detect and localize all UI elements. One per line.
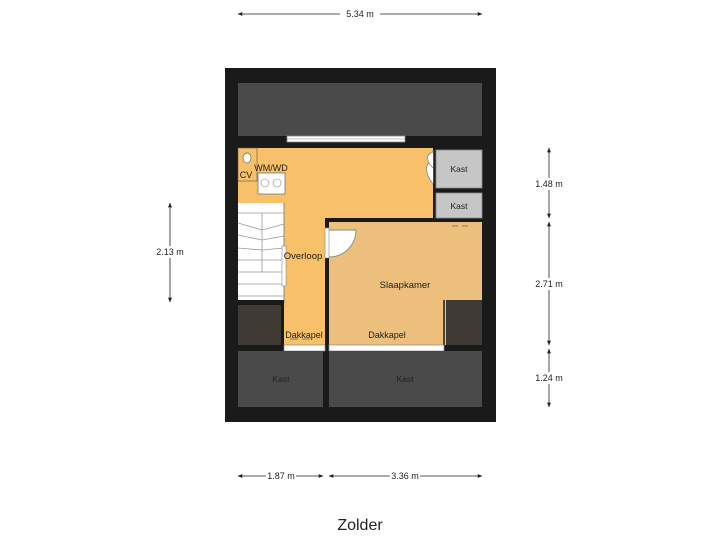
kast-bottom-left-label: Kast <box>272 374 290 384</box>
slaapkamer-label: Slaapkamer <box>380 280 431 291</box>
dryer-icon <box>272 178 282 188</box>
wmwd-area <box>257 172 286 195</box>
window-dakkapel-right <box>328 344 445 352</box>
cv-label: CV <box>240 170 253 180</box>
storage-kast-top <box>435 149 483 189</box>
dakkapel-left-label: Dakkapel <box>285 330 323 340</box>
dim-bottom-left: 1.87 m <box>267 471 295 481</box>
room-overloop <box>238 148 433 345</box>
floor-title: Zolder <box>337 517 383 534</box>
cv-area <box>237 147 258 182</box>
wmwd-label: WM/WD <box>254 163 288 173</box>
staircase <box>238 203 284 303</box>
boiler-icon <box>242 152 252 164</box>
dim-top: 5.34 m <box>346 9 374 19</box>
dark-storage-right <box>446 300 482 345</box>
stair-steps <box>237 212 285 297</box>
dakkapel-right-label: Dakkapel <box>368 330 406 340</box>
dark-storage-left <box>238 305 281 345</box>
kast-mid-label: Kast <box>450 201 468 211</box>
dim-right-1: 1.48 m <box>535 179 563 189</box>
dim-right-2: 2.71 m <box>535 279 563 289</box>
roof-slope-top <box>238 83 482 136</box>
dim-bottom-right: 3.36 m <box>391 471 419 481</box>
dim-left: 2.13 m <box>156 247 184 257</box>
roof-slope-bottom-left <box>238 351 323 407</box>
overloop-label: Overloop <box>284 251 323 262</box>
storage-kast-mid <box>435 192 483 219</box>
kast-bottom-right-label: Kast <box>396 374 414 384</box>
door-slaapkamer <box>328 229 357 258</box>
washer-icon <box>260 178 270 188</box>
roof-slope-bottom-right <box>329 351 482 407</box>
kast-top-label: Kast <box>450 164 468 174</box>
dim-right-3: 1.24 m <box>535 373 563 383</box>
window-dakkapel-left <box>283 344 326 352</box>
